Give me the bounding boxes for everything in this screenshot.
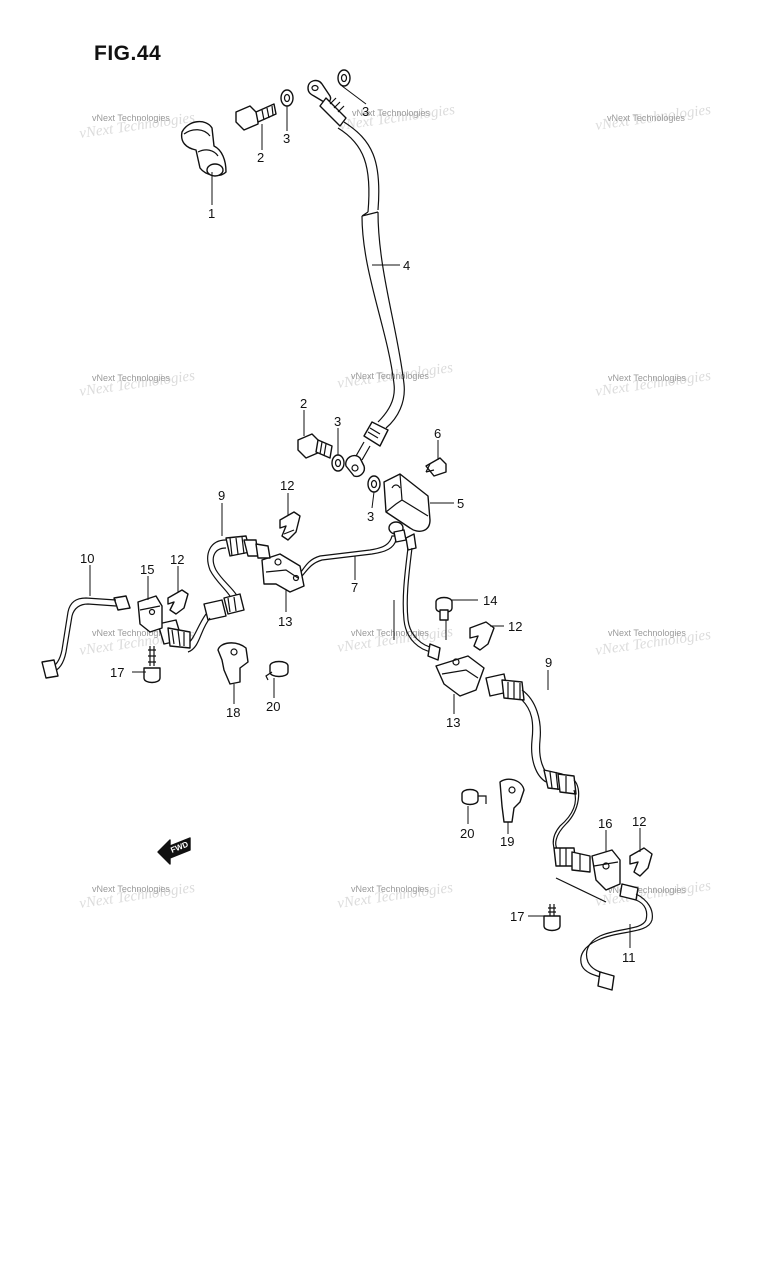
callout-9: 9	[218, 488, 225, 503]
part-9-brake-hose-left	[157, 535, 271, 653]
part-2-union-bolt-upper	[235, 103, 277, 131]
watermark: vNext Technologies	[351, 628, 429, 638]
part-12-clip	[167, 589, 189, 615]
figure-title: FIG.44	[94, 42, 162, 65]
part-3-washer	[337, 69, 351, 87]
callout-16: 16	[598, 816, 612, 831]
callout-14: 14	[483, 593, 497, 608]
callout-2: 2	[300, 396, 307, 411]
part-2-union-bolt-lower	[297, 433, 333, 459]
part-3-washer	[280, 89, 294, 107]
watermark: vNext Technologies	[352, 108, 430, 118]
callout-20: 20	[266, 699, 280, 714]
part-14-bolt	[435, 596, 453, 621]
callout-3: 3	[283, 131, 290, 146]
part-1-boot	[180, 121, 227, 177]
callout-15: 15	[140, 562, 154, 577]
watermark: vNext Technologies	[608, 373, 686, 383]
part-6-bolt	[425, 457, 447, 477]
part-3-washer	[367, 475, 381, 493]
watermark: vNext Technologies	[608, 885, 686, 895]
callout-13: 13	[278, 614, 292, 629]
watermark: vNext Technologies	[607, 113, 685, 123]
part-20-bolt	[461, 788, 487, 806]
callout-12: 12	[170, 552, 184, 567]
watermark: vNext Technologies	[92, 628, 170, 638]
callout-12: 12	[280, 478, 294, 493]
callout-3: 3	[367, 509, 374, 524]
part-5-joint-block	[383, 473, 431, 535]
part-20-bolt	[265, 660, 289, 681]
watermark: vNext Technologies	[92, 373, 170, 383]
part-3-washer	[331, 454, 345, 472]
part-12-clip	[279, 511, 301, 541]
callout-7: 7	[351, 580, 358, 595]
callout-17: 17	[110, 665, 124, 680]
part-12-clip	[629, 847, 653, 877]
leader-lines	[89, 85, 641, 948]
part-17-bolt	[543, 904, 561, 932]
callout-19: 19	[500, 834, 514, 849]
watermark: vNext Technologies	[351, 884, 429, 894]
part-11-brake-pipe	[580, 883, 653, 991]
part-13-bracket	[435, 655, 485, 697]
callout-10: 10	[80, 551, 94, 566]
callout-9: 9	[545, 655, 552, 670]
part-10-brake-pipe	[41, 595, 131, 679]
callout-17: 17	[510, 909, 524, 924]
part-13-bracket	[261, 553, 305, 593]
callout-12: 12	[632, 814, 646, 829]
part-4-brake-hose	[307, 79, 405, 478]
part-7-brake-pipe	[295, 529, 441, 661]
callout-3: 3	[362, 104, 369, 119]
callout-4: 4	[403, 258, 410, 273]
part-18-bracket	[217, 642, 249, 685]
part-17-bolt	[143, 646, 161, 684]
part-19-bracket	[499, 778, 525, 823]
watermark: vNext Technologies	[608, 628, 686, 638]
watermark: vNext Technologies	[92, 113, 170, 123]
callout-18: 18	[226, 705, 240, 720]
fwd-arrow-icon: FWD	[157, 837, 191, 865]
callout-labels: 1 2 3 3 4 2 3 6 5 3 9 12 10 15 12 7 13 1…	[80, 104, 646, 965]
callout-1: 1	[208, 206, 215, 221]
callout-6: 6	[434, 426, 441, 441]
callout-13: 13	[446, 715, 460, 730]
part-9-brake-hose-right	[485, 673, 591, 873]
callout-12: 12	[508, 619, 522, 634]
watermark: vNext Technologies	[92, 884, 170, 894]
part-12-clip	[469, 621, 495, 651]
callout-3: 3	[334, 414, 341, 429]
watermark: vNext Technologies	[351, 371, 429, 381]
callout-20: 20	[460, 826, 474, 841]
part-16-bracket	[555, 849, 621, 903]
part-15-bracket	[137, 595, 163, 633]
callout-5: 5	[457, 496, 464, 511]
callout-2: 2	[257, 150, 264, 165]
callout-11: 11	[622, 950, 636, 965]
